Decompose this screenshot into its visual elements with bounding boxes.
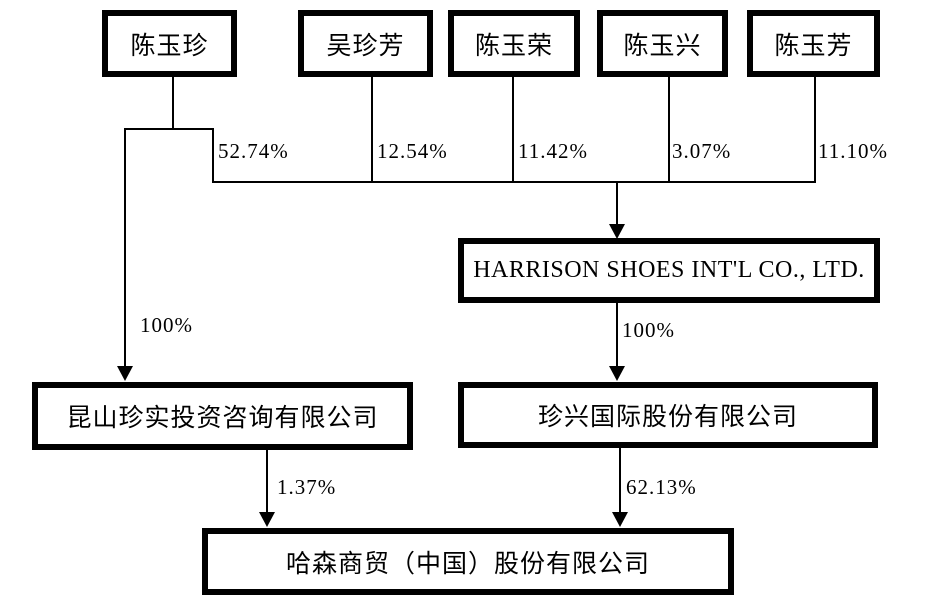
connector-shareholder-bus-line — [212, 181, 816, 183]
shareholder-name-chen-yuxing: 陈玉兴 — [623, 32, 702, 60]
arrowhead-into-hasen-left-icon — [259, 512, 275, 527]
ownership-label-harrison-zhenxing: 100% — [622, 318, 675, 342]
company-box-hasen-trading: 哈森商贸（中国）股份有限公司 — [202, 528, 734, 595]
ownership-label-chen-yuxing-harrison: 3.07% — [672, 139, 732, 163]
arrowhead-into-kunshan-icon — [117, 366, 133, 381]
company-name-zhenxing-international: 珍兴国际股份有限公司 — [537, 404, 798, 431]
company-box-zhenxing-international: 珍兴国际股份有限公司 — [458, 382, 878, 448]
connector-kunshan-to-hasen-line — [266, 450, 268, 514]
arrowhead-into-zhenxing-icon — [609, 366, 625, 381]
ownership-label-wu-zhenfang-harrison: 12.54% — [377, 139, 448, 163]
shareholder-name-chen-yurong: 陈玉荣 — [474, 32, 553, 60]
connector-zhenxing-to-hasen-line — [619, 448, 621, 514]
shareholder-name-chen-yufang: 陈玉芳 — [774, 32, 853, 60]
connector-chen-yuxing-to-bus-line — [668, 77, 670, 183]
ownership-label-chen-yuzhen-kunshan: 100% — [140, 313, 193, 337]
connector-chen-yuzhen-elbow-line — [124, 128, 214, 130]
company-name-hasen-trading: 哈森商贸（中国）股份有限公司 — [285, 550, 650, 578]
shareholder-box-chen-yuxing: 陈玉兴 — [597, 10, 728, 77]
shareholder-box-wu-zhenfang: 吴珍芳 — [298, 10, 433, 77]
company-name-harrison-shoes: HARRISON SHOES INT'L CO., LTD. — [473, 257, 865, 283]
shareholder-box-chen-yuzhen: 陈玉珍 — [102, 10, 237, 77]
ownership-label-zhenxing-hasen: 62.13% — [626, 475, 697, 499]
connector-wu-zhenfang-to-bus-line — [371, 77, 373, 183]
ownership-label-chen-yuzhen-harrison: 52.74% — [218, 139, 289, 163]
connector-bus-to-harrison-line — [616, 181, 618, 225]
company-name-kunshan-zhenshi: 昆山珍实投资咨询有限公司 — [66, 405, 379, 432]
company-box-harrison-shoes: HARRISON SHOES INT'L CO., LTD. — [458, 238, 880, 303]
connector-chen-yuzhen-to-bus-line — [212, 128, 214, 183]
ownership-label-chen-yurong-harrison: 11.42% — [518, 139, 588, 163]
connector-chen-yufang-to-bus-line — [814, 77, 816, 183]
shareholder-name-chen-yuzhen: 陈玉珍 — [130, 32, 209, 60]
connector-chen-yuzhen-to-kunshan-line — [124, 128, 126, 370]
arrowhead-into-hasen-right-icon — [612, 512, 628, 527]
shareholder-box-chen-yurong: 陈玉荣 — [448, 10, 580, 77]
ownership-label-kunshan-hasen: 1.37% — [277, 475, 337, 499]
company-box-kunshan-zhenshi: 昆山珍实投资咨询有限公司 — [32, 382, 413, 450]
connector-chen-yurong-to-bus-line — [512, 77, 514, 183]
arrowhead-into-harrison-icon — [609, 224, 625, 239]
shareholder-box-chen-yufang: 陈玉芳 — [747, 10, 880, 77]
connector-harrison-to-zhenxing-line — [616, 303, 618, 368]
ownership-label-chen-yufang-harrison: 11.10% — [818, 139, 888, 163]
connector-chen-yuzhen-drop-line — [172, 77, 174, 130]
shareholder-name-wu-zhenfang: 吴珍芳 — [326, 32, 405, 60]
